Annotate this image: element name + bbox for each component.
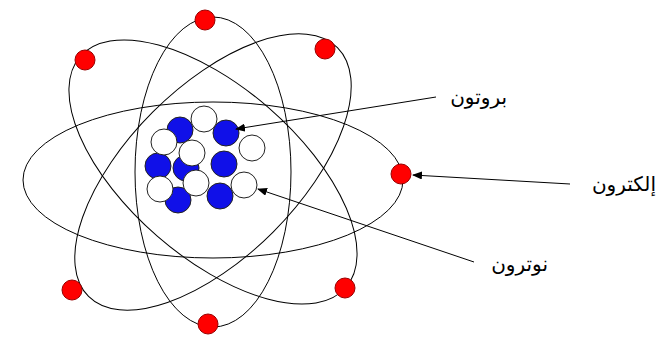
electron-dot [198, 314, 218, 334]
orbit [24, 0, 401, 341]
neutron-ball [207, 183, 233, 209]
electron-dot [391, 164, 411, 184]
orbit [28, 0, 397, 341]
proton-ball [231, 172, 257, 198]
leader-line [258, 189, 474, 262]
proton-ball [183, 170, 209, 196]
part-label: بروتون [450, 84, 507, 110]
part-label: إلكترون [592, 171, 656, 197]
electron-dot [335, 278, 355, 298]
neutron-ball [213, 120, 239, 146]
orbit [23, 102, 403, 258]
proton-ball [191, 106, 217, 132]
part-label: نوترون [491, 251, 548, 277]
leader-line [413, 175, 570, 184]
electron-dot [75, 50, 95, 70]
electron-dot [62, 280, 82, 300]
leader-line [236, 97, 436, 129]
proton-ball [147, 176, 173, 202]
proton-ball [151, 129, 177, 155]
electron-dot [315, 39, 335, 59]
neutron-ball [145, 153, 171, 179]
electron-dot [195, 10, 215, 30]
neutron-ball [211, 151, 237, 177]
proton-ball [239, 135, 265, 161]
proton-ball [179, 140, 205, 166]
